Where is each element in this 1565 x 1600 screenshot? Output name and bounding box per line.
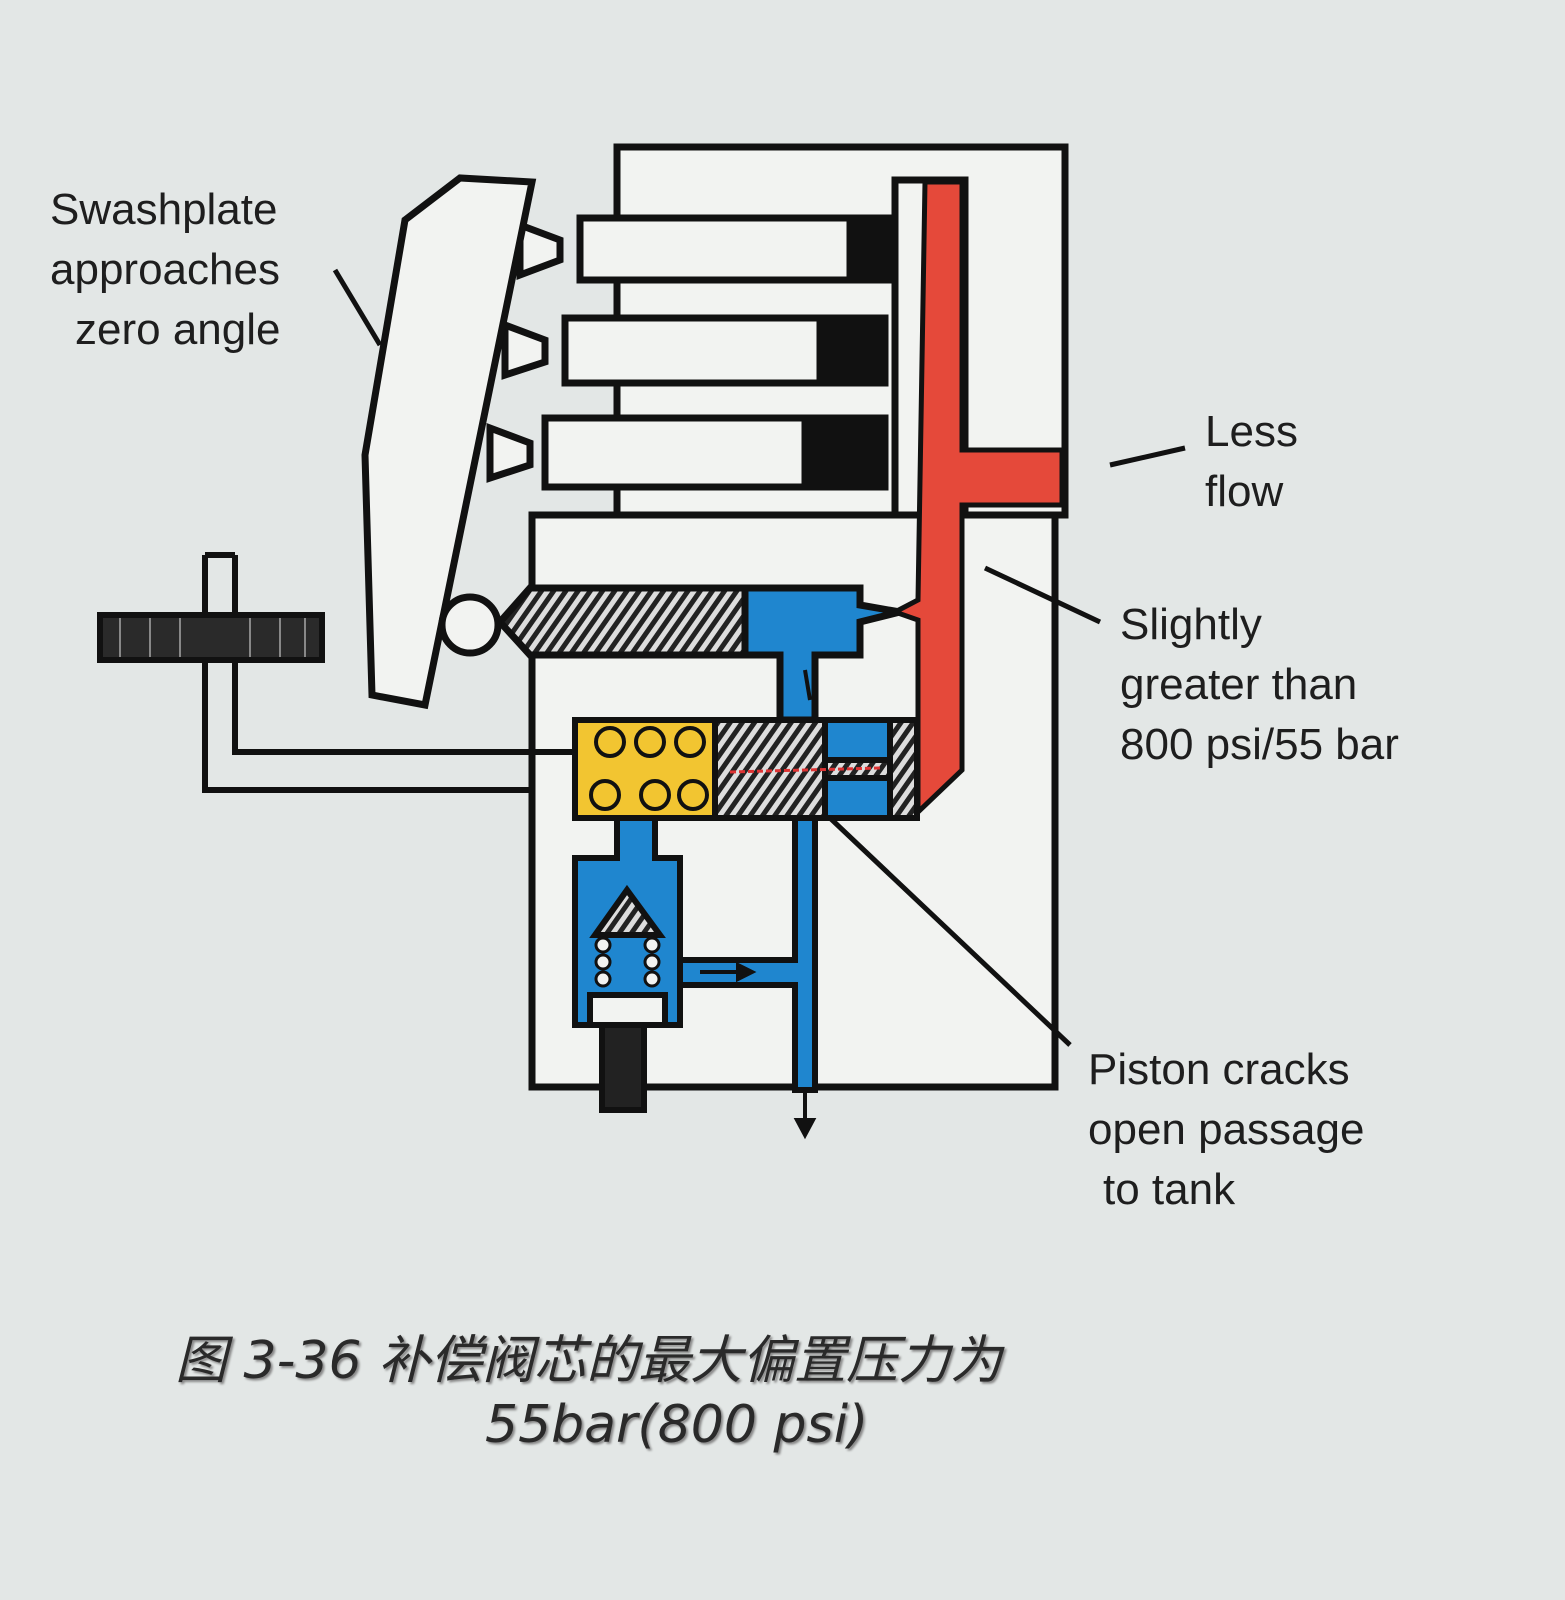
label-line: to tank	[1103, 1165, 1236, 1214]
swashplate	[361, 174, 537, 710]
label-line: flow	[1205, 467, 1284, 516]
label-line: Less	[1205, 407, 1298, 456]
adjuster-linkage	[97, 552, 575, 793]
label-line: greater than	[1120, 660, 1358, 709]
relief-spring	[594, 936, 661, 988]
figure-caption-line2: 55bar(800 psi)	[485, 1395, 869, 1455]
flow-arrows	[700, 669, 817, 1140]
label-swashplate: Swashplate approaches zero angle	[50, 180, 280, 360]
label-line: open passage	[1088, 1105, 1365, 1154]
label-line: Swashplate	[50, 185, 278, 234]
label-line: approaches	[50, 245, 280, 294]
control-piston	[438, 584, 901, 724]
leader-lines	[332, 268, 1186, 1047]
label-line: Piston cracks	[1088, 1045, 1350, 1094]
compensator-spool	[572, 717, 920, 821]
label-line: 800 psi/55 bar	[1120, 720, 1399, 769]
figure-caption-line1: 图 3-36 补偿阀芯的最大偏置压力为	[175, 1331, 1003, 1391]
label-pressure: Slightly greater than 800 psi/55 bar	[1120, 595, 1399, 775]
label-line: zero angle	[75, 305, 281, 354]
label-less-flow: Less flow	[1205, 402, 1298, 522]
label-piston-cracks: Piston cracks open passage to tank	[1088, 1040, 1364, 1220]
swashplate-ball	[438, 593, 502, 657]
pump-pistons	[486, 214, 894, 491]
label-line: Slightly	[1120, 600, 1262, 649]
